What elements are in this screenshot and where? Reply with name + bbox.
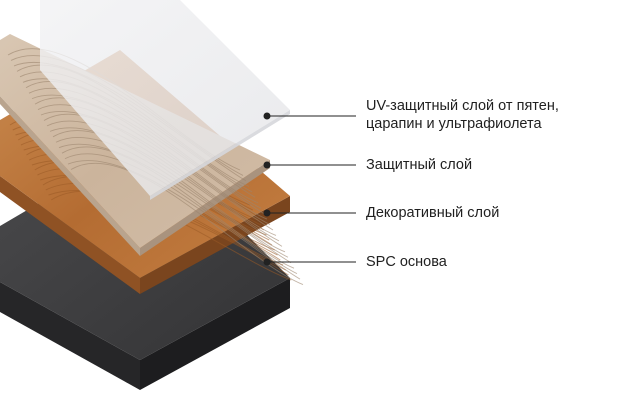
- uv-protective-layer: [40, 0, 290, 200]
- marker-dot-spc: [263, 258, 271, 266]
- uv-layer-sheet: [40, 0, 290, 196]
- grain-line: [70, 162, 304, 285]
- leader-lines: [263, 112, 356, 266]
- spc-base-front: [0, 282, 140, 390]
- grain-line: [61, 146, 295, 269]
- marker-dot-uv: [263, 112, 271, 120]
- spc-base-side: [140, 278, 290, 390]
- label-uv-layer: UV-защитный слой от пятен, царапин и уль…: [366, 98, 559, 132]
- grain-line: [64, 153, 298, 275]
- label-spc-base: SPC основа: [366, 254, 447, 270]
- uv-layer-edge: [150, 110, 290, 200]
- decorative-front: [0, 176, 140, 294]
- marker-dot-decorative: [263, 209, 271, 217]
- label-decorative-layer: Декоративный слой: [366, 205, 500, 221]
- marker-dot-protective: [263, 161, 271, 169]
- label-protective-layer: Защитный слой: [366, 157, 473, 173]
- protective-front: [0, 96, 140, 256]
